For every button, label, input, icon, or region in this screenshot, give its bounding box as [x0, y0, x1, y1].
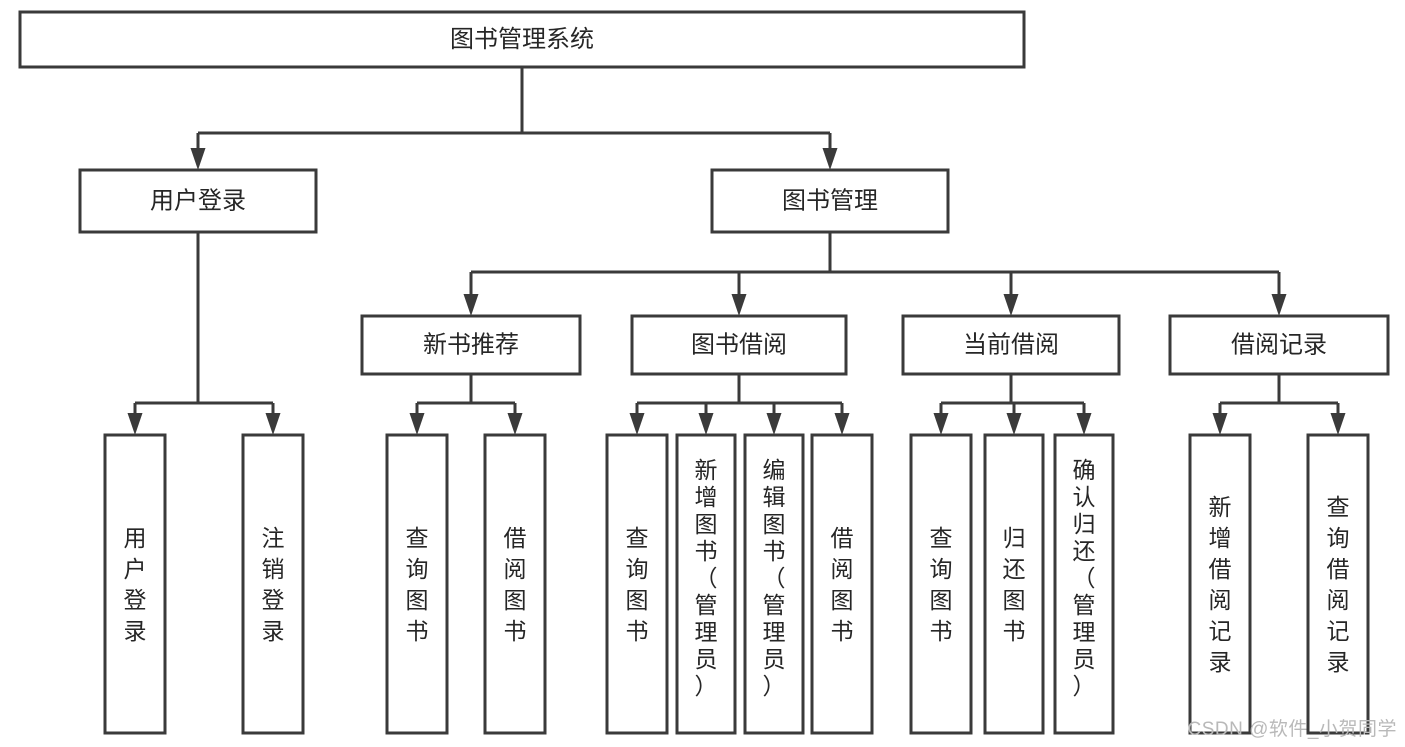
node-label: 查询图书 — [626, 525, 649, 644]
node-box[interactable] — [675, 433, 737, 735]
node-box[interactable] — [710, 168, 950, 234]
arrow-head-icon — [822, 148, 838, 170]
node-box[interactable] — [1188, 433, 1252, 735]
arrow-head-icon — [1330, 413, 1346, 435]
arrow-head-icon — [190, 148, 206, 170]
arrow-head-icon — [409, 413, 425, 435]
node-leaf-borrow-book-1[interactable]: 借阅图书 — [483, 433, 547, 735]
arrow-head-icon — [933, 413, 949, 435]
node-layer: 图书管理系统用户登录图书管理新书推荐图书借阅当前借阅借阅记录用户登录注销登录查询… — [18, 10, 1390, 735]
connector-group — [1212, 374, 1346, 435]
node-box[interactable] — [1306, 433, 1370, 735]
node-leaf-user-login[interactable]: 用户登录 — [103, 433, 167, 735]
arrow-head-icon — [731, 294, 747, 316]
node-box[interactable] — [605, 433, 669, 735]
node-leaf-add-book[interactable]: 新增图书（管理员） — [675, 433, 737, 735]
node-label: 归还图书 — [1003, 525, 1026, 644]
node-label: 用户登录 — [124, 525, 147, 644]
node-label: 注销登录 — [262, 525, 285, 644]
node-leaf-edit-book[interactable]: 编辑图书（管理员） — [743, 433, 805, 735]
arrow-head-icon — [629, 413, 645, 435]
node-label: 新增借阅记录 — [1209, 494, 1232, 675]
node-box[interactable] — [483, 433, 547, 735]
arrow-head-icon — [1076, 413, 1092, 435]
node-label: 查询图书 — [930, 525, 953, 644]
node-box[interactable] — [385, 433, 449, 735]
node-box[interactable] — [78, 168, 318, 234]
node-label: 新书推荐 — [423, 331, 519, 358]
node-leaf-add-record[interactable]: 新增借阅记录 — [1188, 433, 1252, 735]
node-label: 查询图书 — [406, 525, 429, 644]
node-label: 借阅图书 — [504, 525, 527, 644]
node-box[interactable] — [983, 433, 1045, 735]
node-leaf-query-book-1[interactable]: 查询图书 — [385, 433, 449, 735]
node-label: 图书借阅 — [691, 331, 787, 358]
node-label: 新增图书（管理员） — [695, 457, 718, 699]
connector-group — [463, 232, 1287, 316]
node-label: 查询借阅记录 — [1327, 494, 1350, 675]
node-leaf-query-record[interactable]: 查询借阅记录 — [1306, 433, 1370, 735]
node-label: 借阅图书 — [831, 525, 854, 644]
node-box[interactable] — [18, 10, 1026, 69]
arrow-head-icon — [463, 294, 479, 316]
node-leaf-borrow-book-2[interactable]: 借阅图书 — [810, 433, 874, 735]
arrow-head-icon — [1003, 294, 1019, 316]
node-borrow-record[interactable]: 借阅记录 — [1168, 314, 1390, 376]
arrow-head-icon — [698, 413, 714, 435]
node-leaf-return-book[interactable]: 归还图书 — [983, 433, 1045, 735]
node-box[interactable] — [241, 433, 305, 735]
node-current-borrow[interactable]: 当前借阅 — [901, 314, 1121, 376]
node-box[interactable] — [1168, 314, 1390, 376]
node-leaf-confirm-return[interactable]: 确认归还（管理员） — [1053, 433, 1115, 735]
node-box[interactable] — [901, 314, 1121, 376]
arrow-head-icon — [265, 413, 281, 435]
arrow-head-icon — [1006, 413, 1022, 435]
node-label: 当前借阅 — [963, 331, 1059, 358]
arrow-head-icon — [766, 413, 782, 435]
arrow-head-icon — [127, 413, 143, 435]
node-root[interactable]: 图书管理系统 — [18, 10, 1026, 69]
node-box[interactable] — [360, 314, 582, 376]
node-label: 图书管理系统 — [450, 26, 594, 53]
node-label: 图书管理 — [782, 187, 878, 214]
node-user-login[interactable]: 用户登录 — [78, 168, 318, 234]
connector-group — [933, 374, 1092, 435]
node-new-book-rec[interactable]: 新书推荐 — [360, 314, 582, 376]
node-box[interactable] — [909, 433, 973, 735]
connector-group — [629, 374, 850, 435]
node-box[interactable] — [630, 314, 848, 376]
node-leaf-logout[interactable]: 注销登录 — [241, 433, 305, 735]
arrow-head-icon — [834, 413, 850, 435]
node-book-manage[interactable]: 图书管理 — [710, 168, 950, 234]
node-box[interactable] — [810, 433, 874, 735]
connector-group — [409, 374, 523, 435]
arrow-head-icon — [507, 413, 523, 435]
node-leaf-query-book-3[interactable]: 查询图书 — [909, 433, 973, 735]
arrow-head-icon — [1271, 294, 1287, 316]
node-label: 借阅记录 — [1231, 331, 1327, 358]
node-box[interactable] — [743, 433, 805, 735]
arrow-head-icon — [1212, 413, 1228, 435]
node-label: 编辑图书（管理员） — [763, 457, 786, 699]
node-box[interactable] — [1053, 433, 1115, 735]
node-label: 确认归还（管理员） — [1073, 457, 1096, 699]
node-label: 用户登录 — [150, 187, 246, 214]
connector-group — [190, 67, 838, 170]
node-book-borrow[interactable]: 图书借阅 — [630, 314, 848, 376]
node-box[interactable] — [103, 433, 167, 735]
connector-layer — [127, 67, 1346, 435]
node-leaf-query-book-2[interactable]: 查询图书 — [605, 433, 669, 735]
connector-group — [127, 232, 281, 435]
